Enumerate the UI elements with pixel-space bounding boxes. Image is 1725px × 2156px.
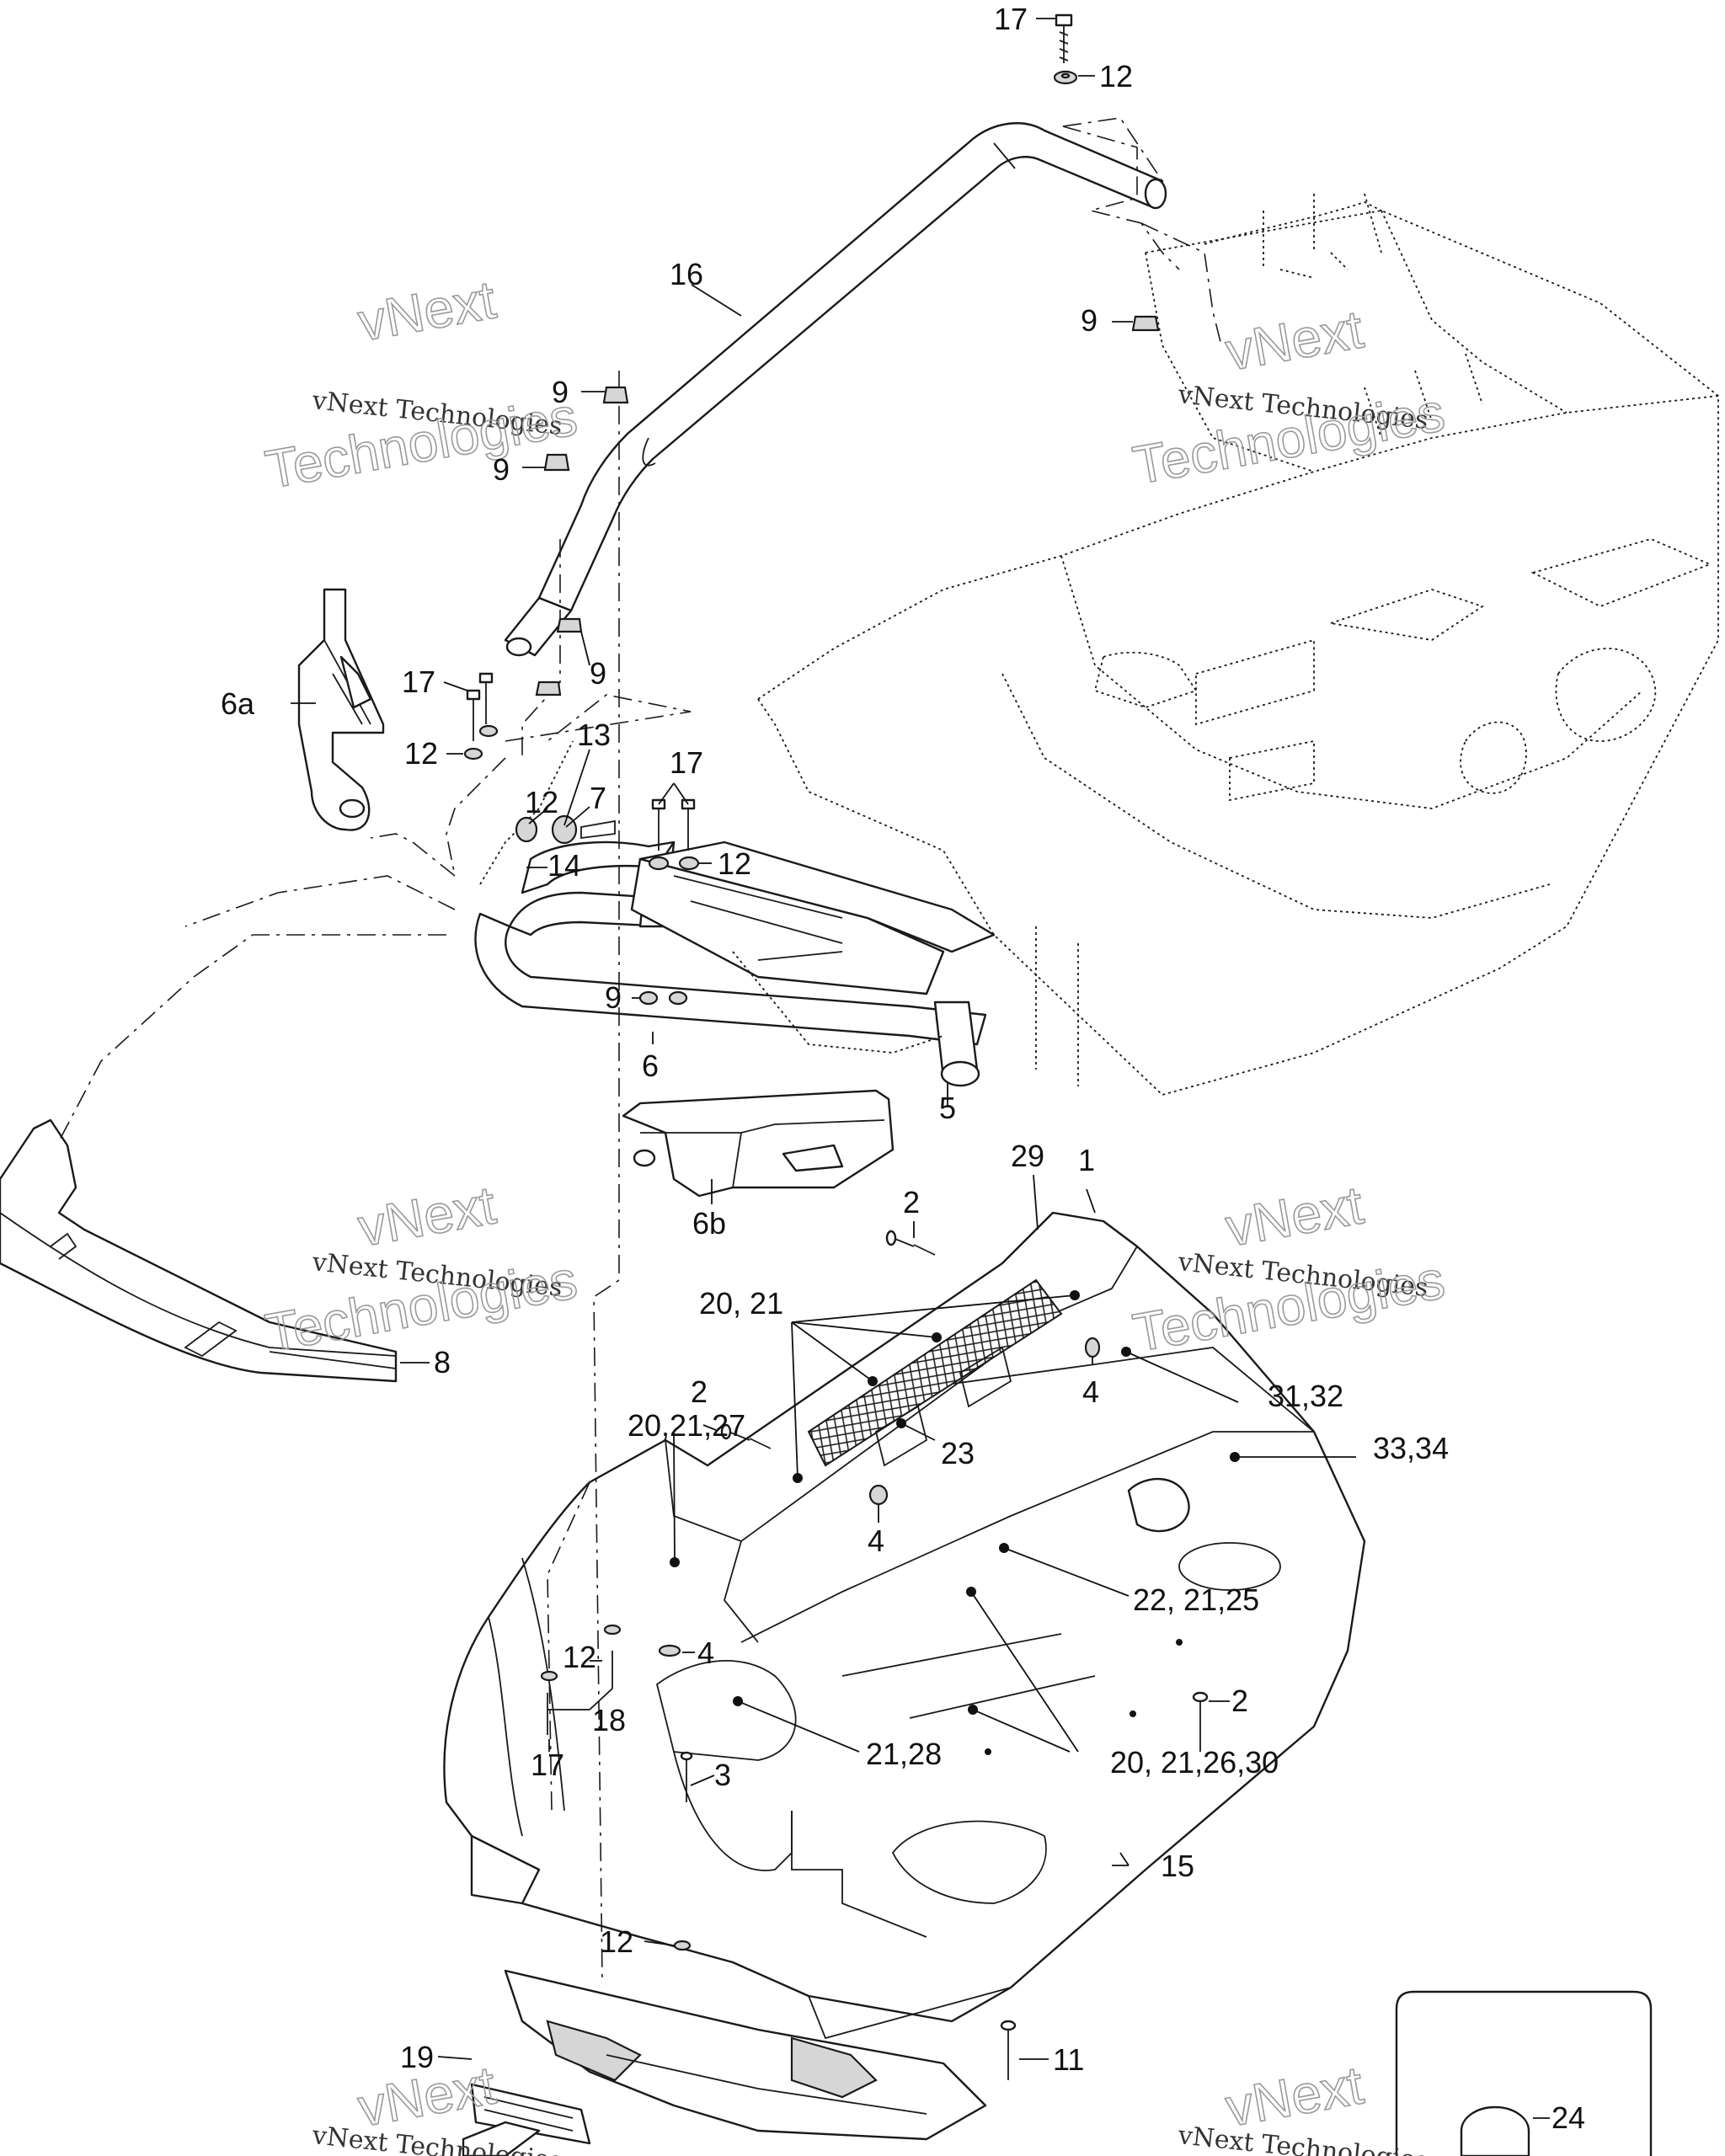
callout-23: 23 bbox=[941, 1436, 975, 1470]
watermark-top-left: vNext vNext Technologies Technologies bbox=[260, 269, 582, 501]
callout-33-34: 33,34 bbox=[1373, 1431, 1449, 1465]
callout-14: 14 bbox=[547, 848, 581, 883]
callout-17: 17 bbox=[402, 664, 435, 699]
callout-12: 12 bbox=[563, 1640, 596, 1674]
callout-17: 17 bbox=[531, 1748, 564, 1782]
watermark-mid-left: vNext vNext Technologies Technologies bbox=[260, 1174, 582, 1364]
chassis-frame bbox=[757, 193, 1719, 1097]
callout-21-28: 21,28 bbox=[866, 1737, 942, 1771]
callout-16: 16 bbox=[670, 257, 703, 291]
callout-4: 4 bbox=[697, 1636, 714, 1670]
callout-8: 8 bbox=[434, 1345, 451, 1380]
callout-labels: 17 12 16 9 9 9 9 17 6a 12 13 17 12 7 14 … bbox=[221, 2, 1585, 2135]
callout-19: 19 bbox=[400, 2040, 434, 2074]
callout-9: 9 bbox=[590, 656, 606, 691]
lower-skid bbox=[462, 1969, 987, 2156]
callout-6b: 6b bbox=[692, 1206, 726, 1241]
callout-9: 9 bbox=[605, 980, 622, 1015]
svg-text:vNext: vNext bbox=[354, 1174, 500, 1257]
callout-24: 24 bbox=[1551, 2100, 1585, 2135]
callout-20-21-27: 20,21,27 bbox=[628, 1408, 745, 1443]
reference-dots bbox=[670, 1290, 1240, 1755]
watermark-mid-right: vNext vNext Technologies Technologies bbox=[1128, 1174, 1450, 1364]
callout-13: 13 bbox=[577, 718, 611, 752]
callout-17: 17 bbox=[994, 2, 1028, 36]
belly-pan-1 bbox=[443, 1211, 1366, 2040]
leader-lines bbox=[291, 18, 1550, 2119]
callout-17: 17 bbox=[670, 745, 703, 780]
callout-31-32: 31,32 bbox=[1268, 1379, 1343, 1413]
callout-2: 2 bbox=[691, 1374, 708, 1409]
callout-1: 1 bbox=[1078, 1143, 1095, 1177]
callout-12: 12 bbox=[1099, 59, 1133, 93]
hardware bbox=[463, 13, 1209, 2080]
callout-20-21: 20, 21 bbox=[699, 1286, 783, 1321]
bumper-assembly bbox=[474, 740, 996, 1087]
watermark-top-right: vNext vNext Technologies Technologies bbox=[1128, 298, 1450, 497]
ski-8 bbox=[0, 1118, 398, 1383]
svg-text:vNext Technologies: vNext Technologies bbox=[1176, 2121, 1429, 2156]
bracket-6a bbox=[297, 588, 385, 831]
callout-9: 9 bbox=[1081, 303, 1097, 338]
callout-5: 5 bbox=[939, 1091, 956, 1125]
bracket-6b bbox=[622, 1089, 895, 1198]
callout-2: 2 bbox=[903, 1185, 920, 1219]
callout-12: 12 bbox=[404, 736, 438, 771]
callout-22-21-25: 22, 21,25 bbox=[1133, 1582, 1259, 1617]
callout-11: 11 bbox=[1053, 2042, 1084, 2077]
callout-4: 4 bbox=[1082, 1374, 1099, 1409]
svg-text:vNext: vNext bbox=[1221, 2054, 1368, 2137]
explode-lines bbox=[58, 117, 1222, 1980]
callout-6: 6 bbox=[642, 1049, 659, 1083]
callout-2: 2 bbox=[1231, 1684, 1248, 1718]
svg-text:vNext: vNext bbox=[354, 269, 500, 352]
inset-box-24 bbox=[1395, 1990, 1653, 2156]
tube-16 bbox=[504, 122, 1167, 657]
svg-text:vNext: vNext bbox=[1221, 1174, 1368, 1257]
callout-9: 9 bbox=[552, 375, 569, 409]
svg-text:vNext: vNext bbox=[1221, 298, 1368, 382]
callout-12: 12 bbox=[600, 1924, 633, 1959]
callout-9: 9 bbox=[493, 452, 510, 487]
callout-29: 29 bbox=[1011, 1139, 1044, 1173]
callout-6a: 6a bbox=[221, 686, 255, 721]
callout-18: 18 bbox=[592, 1703, 626, 1737]
callout-12: 12 bbox=[718, 846, 751, 881]
callout-3: 3 bbox=[714, 1758, 731, 1792]
callout-12: 12 bbox=[525, 785, 558, 819]
callout-7: 7 bbox=[590, 781, 606, 815]
callout-15: 15 bbox=[1161, 1849, 1194, 1883]
callout-20-21-26-30: 20, 21,26,30 bbox=[1110, 1745, 1279, 1780]
callout-4: 4 bbox=[868, 1524, 884, 1558]
watermark-bottom-right: vNext vNext Technologies bbox=[1176, 2054, 1429, 2156]
